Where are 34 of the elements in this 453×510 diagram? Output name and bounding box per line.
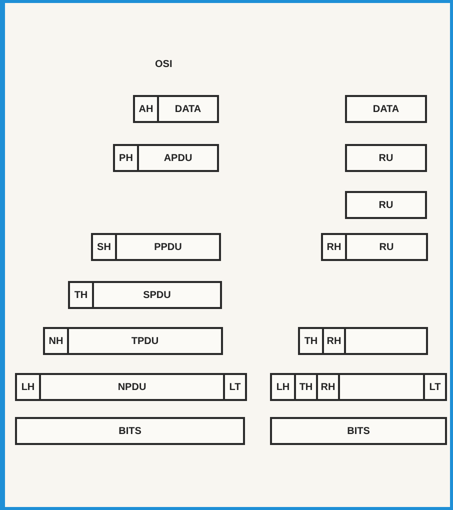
frame-outline bbox=[113, 144, 219, 172]
frame-outline bbox=[91, 233, 221, 261]
frame-field: AH bbox=[135, 97, 157, 121]
frame-field: RU bbox=[345, 191, 427, 219]
frame-field: NH bbox=[45, 329, 67, 353]
frame-outline bbox=[133, 95, 219, 123]
frame-outline bbox=[321, 233, 428, 261]
frame-field: SH bbox=[93, 235, 115, 259]
frame-field: DATA bbox=[345, 95, 427, 123]
frame-outline bbox=[270, 373, 447, 401]
frame-field: TH bbox=[70, 283, 92, 307]
frame-field: NPDU bbox=[39, 375, 223, 399]
frame-outline bbox=[43, 327, 223, 355]
frame-field: PH bbox=[115, 146, 137, 170]
frame-field: DATA bbox=[157, 97, 217, 121]
frame-field: TPDU bbox=[67, 329, 221, 353]
frame-field: TH bbox=[300, 329, 322, 353]
frame-outline bbox=[68, 281, 222, 309]
frame-field: LH bbox=[17, 375, 39, 399]
frame-field: RU bbox=[345, 235, 426, 259]
frame-field: LT bbox=[423, 375, 445, 399]
frame-field: BITS bbox=[15, 417, 245, 445]
frame-field: PPDU bbox=[115, 235, 219, 259]
frame-field: LT bbox=[223, 375, 245, 399]
frame-field: RU bbox=[345, 144, 427, 172]
frame-field: SPDU bbox=[92, 283, 220, 307]
frame-field: RH bbox=[323, 235, 345, 259]
frame-outline bbox=[298, 327, 428, 355]
frame-field: TH bbox=[294, 375, 316, 399]
frame-field: BITS bbox=[270, 417, 447, 445]
frame-field: APDU bbox=[137, 146, 217, 170]
frame-field: LH bbox=[272, 375, 294, 399]
frame-outline bbox=[15, 373, 247, 401]
column-heading: OSI bbox=[155, 59, 172, 70]
